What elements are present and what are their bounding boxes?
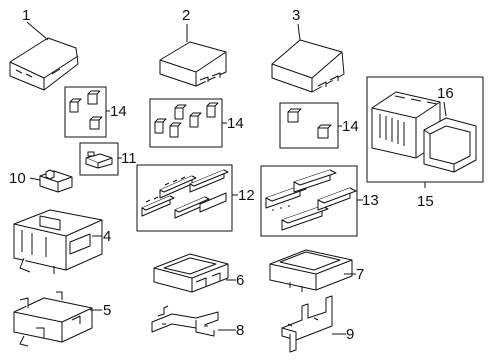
part-14c-relays (287, 108, 332, 139)
part-14b-relays (154, 102, 219, 138)
callout-5: 5 (103, 302, 111, 319)
part-16-bracket (423, 117, 477, 173)
part-11-relay (85, 151, 113, 169)
relay-11-frame (79, 142, 119, 176)
part-9-bracket (281, 295, 333, 353)
callout-6: 6 (236, 272, 244, 289)
callout-3: 3 (292, 7, 300, 24)
callout-9: 9 (346, 326, 354, 343)
part-4-lower-box (13, 209, 103, 274)
callout-10: 10 (9, 170, 26, 187)
part-8-bracket (151, 305, 219, 337)
part-13-connectors (265, 169, 357, 231)
part-12-connectors (141, 169, 229, 219)
callout-2: 2 (182, 7, 190, 24)
callout-1: 1 (22, 7, 30, 24)
part-3-cover (271, 23, 345, 93)
callout-14c: 14 (342, 118, 359, 135)
relay-group-14a-frame (64, 86, 107, 138)
part-6-tray (153, 253, 229, 293)
callout-12: 12 (238, 187, 255, 204)
part-1-cover (9, 21, 79, 91)
callout-16: 16 (437, 85, 454, 102)
part-15-module (371, 91, 441, 159)
callout-13: 13 (362, 192, 379, 209)
part-2-cover (159, 24, 227, 87)
callout-4: 4 (103, 228, 111, 245)
callout-15: 15 (417, 193, 434, 210)
part-14a-relays (69, 90, 103, 130)
connector-group-13-frame (260, 165, 358, 237)
part-10-fuse-block (39, 169, 73, 193)
callout-8: 8 (236, 322, 244, 339)
connector-group-12-frame (136, 164, 233, 232)
callout-11: 11 (121, 150, 137, 167)
part-5-bracket (13, 291, 93, 347)
callout-14b: 14 (227, 115, 244, 132)
callout-7: 7 (356, 266, 364, 283)
part-7-tray (269, 249, 353, 292)
callout-14a: 14 (110, 103, 127, 120)
